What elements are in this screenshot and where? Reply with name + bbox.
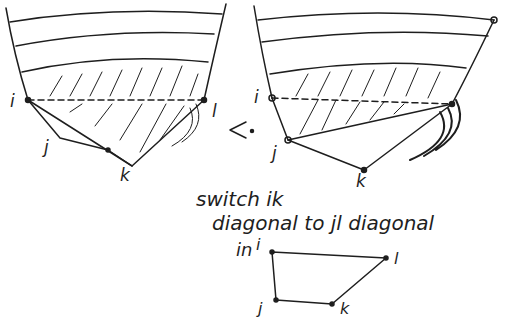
arrow-symbol	[230, 122, 246, 138]
note-text: switch ik	[196, 188, 283, 210]
vertex-label: k	[120, 166, 130, 185]
note-text: in	[236, 240, 252, 260]
vertex-label: l	[394, 250, 398, 268]
vertex-label: i	[10, 92, 15, 111]
note-text: diagonal to jl diagonal	[212, 212, 434, 234]
vertex-label: j	[258, 300, 262, 318]
vertex-label: l	[212, 102, 217, 121]
hatching	[296, 68, 460, 160]
vertex-label: j	[272, 144, 277, 163]
hatching	[50, 66, 199, 152]
vertex-label: j	[44, 138, 49, 157]
vertex-label: i	[256, 236, 260, 254]
vertex-label: k	[356, 172, 366, 191]
vertex-label: k	[340, 300, 349, 318]
left-triangulation	[6, 4, 226, 166]
right-triangulation	[254, 6, 497, 173]
quadrilateral	[270, 250, 388, 306]
vertex-label: i	[254, 88, 259, 107]
